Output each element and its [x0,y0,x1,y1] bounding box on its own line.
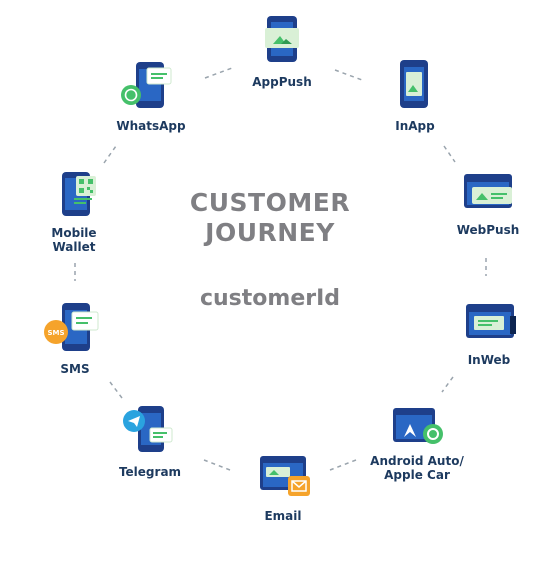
sms-phone-icon: SMS [44,303,99,351]
connector-apppush-inapp [334,69,363,81]
car-screen-icon [393,408,443,444]
label-whatsapp: WhatsApp [116,119,186,133]
webpush-browser-icon [464,174,512,208]
label-apppush: AppPush [252,75,312,89]
center-title-line1: CUSTOMER [189,188,351,217]
connectors [74,67,487,471]
inapp-phone-icon [400,60,428,108]
connector-inweb-android [441,376,454,393]
email-icon [260,456,310,496]
center-identifier: customerId [199,286,341,311]
label-inweb: InWeb [467,353,511,367]
connector-inapp-webpush [443,145,456,163]
telegram-icon [123,406,173,452]
connector-email-telegram [203,459,231,471]
label-android-auto-line2: Apple Car [384,468,450,482]
label-android-auto-line1: Android Auto/ [370,454,464,468]
connector-whatsapp-apppush [204,67,233,79]
wallet-phone-icon [62,172,96,216]
label-telegram: Telegram [118,465,182,479]
label-sms: SMS [60,362,90,376]
sms-badge-text: SMS [47,329,64,337]
connector-wallet-whatsapp [103,145,117,164]
connector-android-email [329,459,357,471]
whatsapp-icon [121,62,172,108]
label-inapp: InApp [395,119,435,133]
center-title-line2: JOURNEY [205,218,335,247]
label-email: Email [264,509,302,523]
label-mobile-wallet-line2: Wallet [52,240,96,254]
inweb-browser-icon [466,304,516,338]
label-webpush: WebPush [456,223,520,237]
connector-telegram-sms [109,381,123,399]
label-mobile-wallet-line1: Mobile [51,226,97,240]
apppush-phone-icon [265,16,299,62]
